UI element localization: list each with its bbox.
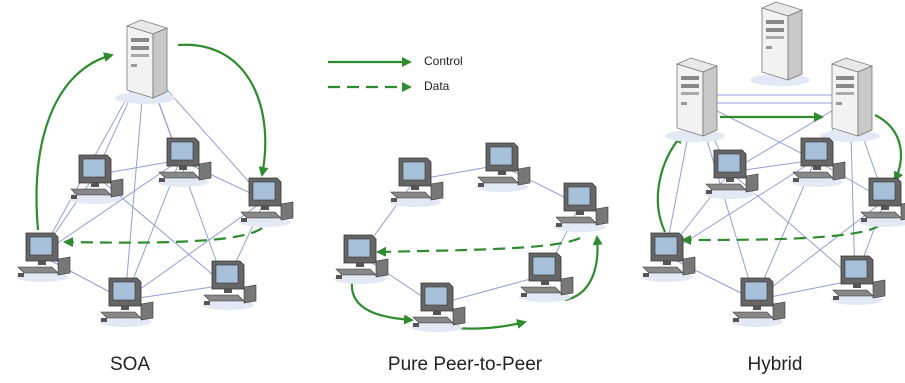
caption-soa: SOA	[109, 354, 151, 375]
p2p-arrows	[350, 235, 603, 330]
caption-hybrid: Hybrid	[747, 354, 803, 375]
workstation-icon	[730, 277, 786, 328]
workstation-icon	[830, 255, 886, 306]
caption-p2p: Pure Peer-to-Peer	[387, 354, 543, 375]
workstation-icon	[410, 282, 466, 333]
legend-control-label: Control	[424, 54, 463, 68]
workstation-icon	[518, 252, 574, 303]
legend	[328, 57, 412, 92]
workstation-icon	[238, 177, 294, 228]
hybrid-arrows	[656, 112, 904, 245]
soa-network	[15, 19, 294, 328]
workstation-icon	[333, 234, 389, 285]
server-icon	[819, 57, 881, 143]
legend-data-label: Data	[424, 79, 450, 93]
workstation-icon	[388, 157, 444, 208]
hybrid-network	[640, 1, 905, 328]
workstation-icon	[858, 177, 905, 228]
workstation-icon	[68, 154, 124, 205]
server-icon	[749, 1, 811, 87]
workstation-icon	[553, 182, 609, 233]
soa-arrows	[35, 43, 269, 248]
server-icon	[114, 19, 176, 105]
workstation-icon	[201, 260, 257, 311]
server-icon	[664, 57, 726, 143]
p2p-network	[333, 142, 609, 333]
